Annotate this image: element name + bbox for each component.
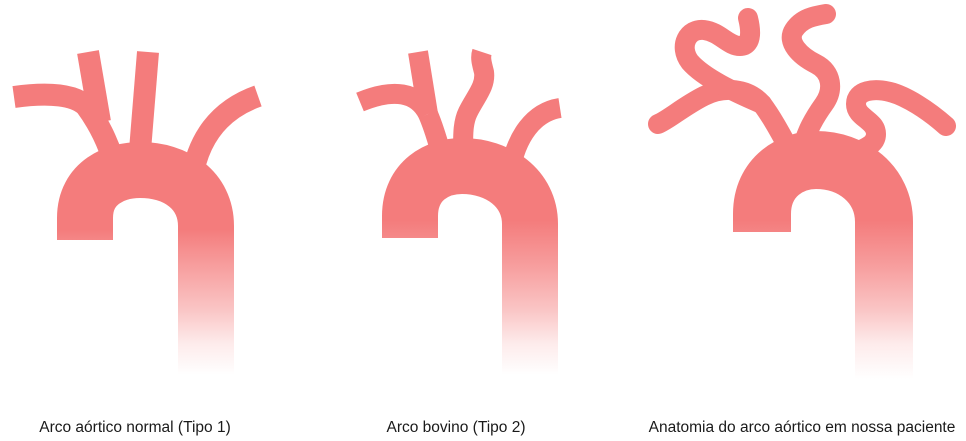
normal-arch-body <box>85 170 206 385</box>
tortuous-middle-branch <box>792 14 830 150</box>
ascending-aorta <box>410 166 530 385</box>
patient-arch-illustration <box>644 0 966 441</box>
panel-normal-arch: Arco aórtico normal (Tipo 1) <box>0 0 322 441</box>
caption-bovine-arch: Arco bovino (Tipo 2) <box>387 419 526 437</box>
bovine-arch-illustration <box>322 0 644 441</box>
left-common-carotid <box>88 52 100 122</box>
caption-patient-arch: Anatomia do arco aórtico em nossa pacien… <box>649 419 956 437</box>
middle-branch <box>418 52 428 114</box>
ascending-aorta <box>762 160 884 385</box>
patient-arch-body <box>762 160 884 385</box>
panel-patient-arch: Anatomia do arco aórtico em nossa pacien… <box>644 0 966 441</box>
ascending-aorta <box>85 170 206 385</box>
normal-arch-illustration <box>0 0 322 441</box>
caption-normal-arch: Arco aórtico normal (Tipo 1) <box>39 419 231 437</box>
panel-bovine-arch: Arco bovino (Tipo 2) <box>322 0 644 441</box>
bovine-arch-body <box>410 166 530 385</box>
